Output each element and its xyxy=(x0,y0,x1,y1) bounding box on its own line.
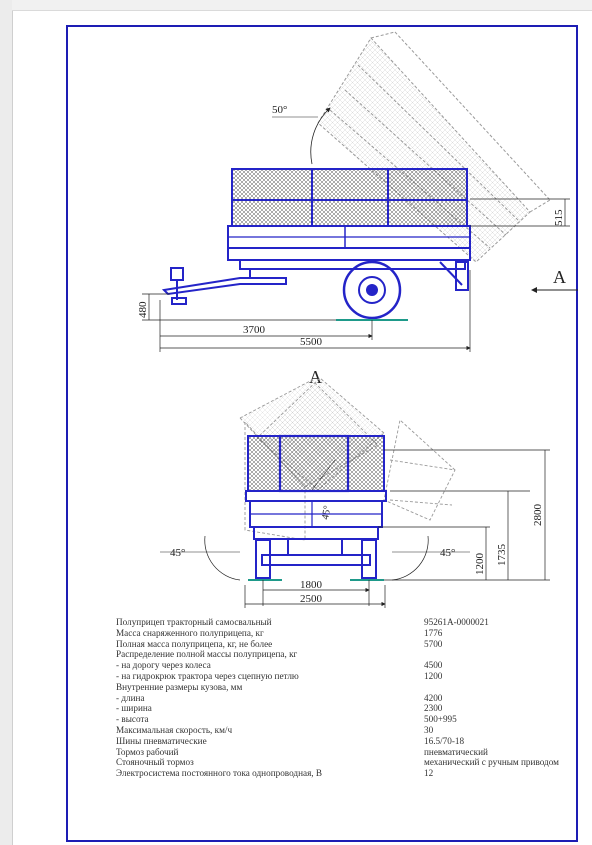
spec-row: - длина 4200 xyxy=(116,693,576,704)
side-tilt-left-label: 45° xyxy=(170,547,185,559)
spec-row: Электросистема постоянного тока однопров… xyxy=(116,768,576,779)
spec-row: Распределение полной массы полуприцепа, … xyxy=(116,649,576,660)
spec-value: 2300 xyxy=(424,703,443,714)
wheel-base-label: 3700 xyxy=(243,324,266,336)
spec-value: 4200 xyxy=(424,692,443,703)
spec-value: 5700 xyxy=(424,638,443,649)
spec-value: механический с ручным приводом xyxy=(424,757,559,768)
height-body-label: 1735 xyxy=(496,544,508,567)
side-height-label: 515 xyxy=(553,209,565,226)
spec-row: - на дорогу через колеса 4500 xyxy=(116,660,576,671)
side-view: 50° xyxy=(137,31,578,352)
tilt-angle-arc xyxy=(310,107,331,165)
window-left-edge xyxy=(0,0,13,845)
height-frame-label: 1200 xyxy=(474,553,486,576)
side-wheel xyxy=(336,260,408,321)
rear-view: 45° 45° 45° xyxy=(160,377,550,608)
spec-label: - на дорогу через колеса xyxy=(116,660,211,671)
height-full-label: 2800 xyxy=(532,504,544,527)
spec-row: Полуприцеп тракторный самосвальный 95261А… xyxy=(116,617,576,628)
overall-length-label: 5500 xyxy=(300,336,323,348)
spec-label: Внутренние размеры кузова, мм xyxy=(116,681,243,692)
side-tilt-right-label: 45° xyxy=(440,547,455,559)
track-width-label: 1800 xyxy=(300,579,323,591)
spec-value: 1776 xyxy=(424,627,443,638)
rear-body xyxy=(245,434,387,566)
spec-value xyxy=(424,649,576,660)
spec-row: Масса снаряженного полуприцепа, кг 1776 xyxy=(116,628,576,639)
spec-label: - ширина xyxy=(116,703,152,714)
spec-value: пневматический xyxy=(424,746,488,757)
view-arrow-label: A xyxy=(553,267,566,287)
spec-table: Полуприцеп тракторный самосвальный 95261А… xyxy=(116,617,576,779)
spec-label: Стояночный тормоз xyxy=(116,757,194,768)
hitch-height-label: 480 xyxy=(137,301,149,318)
window-top-edge xyxy=(12,0,592,11)
spec-label: Максимальная скорость, км/ч xyxy=(116,724,233,735)
spec-value: 16.5/70-18 xyxy=(424,735,465,746)
inner-angle-label: 45° xyxy=(320,505,333,521)
spec-row: Внутренние размеры кузова, мм xyxy=(116,682,576,693)
spec-row: Максимальная скорость, км/ч 30 xyxy=(116,725,576,736)
spec-label: - высота xyxy=(116,714,149,725)
spec-row: - ширина 2300 xyxy=(116,703,576,714)
spec-label: Тормоз рабочий xyxy=(116,746,179,757)
spec-row: Полная масса полуприцепа, кг, не более 57… xyxy=(116,639,576,650)
spec-label: Полуприцеп тракторный самосвальный xyxy=(116,617,272,627)
spec-value xyxy=(424,682,576,693)
spec-row: Тормоз рабочий пневматический xyxy=(116,747,576,758)
spec-value: 4500 xyxy=(424,660,443,671)
spec-value: 500+995 xyxy=(424,714,457,725)
spec-label: Распределение полной массы полуприцепа, … xyxy=(116,649,298,660)
spec-value: 12 xyxy=(424,768,434,779)
drawing-sheet-frame xyxy=(66,25,578,842)
spec-label: Масса снаряженного полуприцепа, кг xyxy=(116,627,264,638)
tilt-angle-label: 50° xyxy=(272,104,287,116)
trailer-frame xyxy=(161,259,469,305)
spec-row: - высота 500+995 xyxy=(116,714,576,725)
spec-label: - длина xyxy=(116,692,145,703)
overall-width-label: 2500 xyxy=(300,593,323,605)
spec-row: Шины пневматические 16.5/70-18 xyxy=(116,736,576,747)
spec-row: - на гидрокрюк трактора через сцепную пе… xyxy=(116,671,576,682)
spec-label: Полная масса полуприцепа, кг, не более xyxy=(116,638,273,649)
rear-wheels xyxy=(248,539,384,581)
spec-label: Шины пневматические xyxy=(116,735,207,746)
spec-label: - на гидрокрюк трактора через сцепную пе… xyxy=(116,670,299,681)
spec-value: 30 xyxy=(424,724,434,735)
spec-label: Электросистема постоянного тока однопров… xyxy=(116,768,323,779)
spec-row: Стояночный тормоз механический с ручным п… xyxy=(116,757,576,768)
tilted-body-ghost xyxy=(317,31,551,263)
spec-value: 95261А-0000021 xyxy=(424,617,489,627)
spec-value: 1200 xyxy=(424,670,443,681)
trailer-body xyxy=(227,168,471,261)
